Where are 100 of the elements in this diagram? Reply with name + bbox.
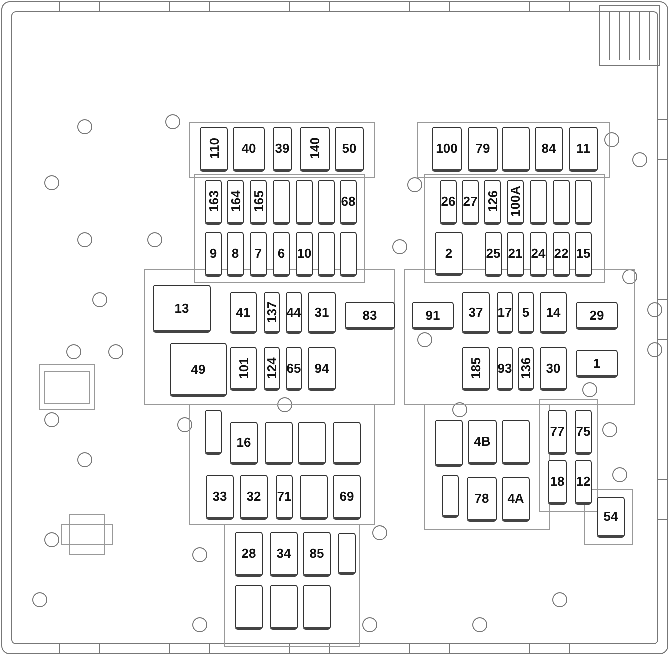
fuse-slot xyxy=(296,232,313,277)
fuse-number: 84 xyxy=(542,142,556,155)
fuse-slot xyxy=(170,343,227,397)
fuse-number: 14 xyxy=(546,306,561,318)
fuse-number: 2 xyxy=(445,246,453,260)
fuse-number: 124 xyxy=(266,357,278,379)
fuse-number: 5 xyxy=(522,306,530,318)
empty-fuse-slot xyxy=(298,422,326,465)
fuse-slot xyxy=(540,347,567,391)
fuse-number: 79 xyxy=(476,142,490,155)
empty-fuse-slot xyxy=(575,180,592,225)
fuse-number: 26 xyxy=(441,195,456,208)
fuse-slot xyxy=(345,302,395,330)
fuse-slot xyxy=(548,460,567,505)
fuse-slot xyxy=(300,127,330,172)
fuse-number: 185 xyxy=(470,357,482,379)
fuse-number: 69 xyxy=(340,490,354,503)
fuse-number: 137 xyxy=(266,301,278,323)
fuse-slot xyxy=(230,422,258,465)
fuse-slot xyxy=(412,302,454,330)
fuse-slot xyxy=(432,127,462,172)
fuse-number: 100 xyxy=(436,142,458,155)
fuse-number: 30 xyxy=(546,362,561,374)
fuse-number: 1 xyxy=(593,356,601,370)
fuse-slot xyxy=(540,292,567,334)
empty-fuse-slot xyxy=(265,422,293,465)
fuse-number: 164 xyxy=(229,190,242,212)
fuse-number: 9 xyxy=(210,247,218,260)
fuse-slot xyxy=(576,350,618,378)
fuse-slot xyxy=(575,410,592,455)
fuse-number: 65 xyxy=(286,362,302,374)
fuse-slot xyxy=(308,292,336,334)
fuse-slot xyxy=(340,180,357,225)
empty-fuse-slot xyxy=(435,420,463,467)
fuse-slot xyxy=(518,292,534,334)
fuse-number: 78 xyxy=(474,492,490,505)
fuse-slot xyxy=(462,180,479,225)
fuse-number: 31 xyxy=(314,306,330,318)
fuse-slot xyxy=(548,410,567,455)
fuse-slot xyxy=(205,180,222,225)
empty-fuse-slot xyxy=(300,475,328,520)
fuse-number: 13 xyxy=(174,302,190,314)
fuse-slot xyxy=(227,180,244,225)
fuse-number: 39 xyxy=(275,142,290,155)
fuse-slot xyxy=(264,347,280,391)
empty-fuse-slot xyxy=(553,180,570,225)
empty-fuse-slot xyxy=(338,533,356,575)
fuse-number: 75 xyxy=(576,425,591,438)
fuse-slot xyxy=(233,127,265,172)
fuse-slot xyxy=(575,232,592,277)
empty-fuse-slot xyxy=(340,232,357,277)
fuse-number: 22 xyxy=(554,247,569,260)
empty-fuse-slot xyxy=(502,127,530,172)
fuse-slot xyxy=(535,127,563,172)
fuse-number: 25 xyxy=(486,247,501,260)
fuse-slot xyxy=(230,292,257,334)
fuse-slot xyxy=(467,477,497,522)
fuse-number: 7 xyxy=(254,247,262,260)
fuse-number: 49 xyxy=(191,362,206,376)
fuse-number: 33 xyxy=(212,490,228,503)
fuse-number: 10 xyxy=(297,247,312,260)
fuse-number: 85 xyxy=(310,547,324,560)
fuse-number: 110 xyxy=(208,138,220,159)
fuse-number: 28 xyxy=(242,547,256,560)
fuse-slot xyxy=(240,475,268,520)
fuse-number: 18 xyxy=(550,475,565,488)
fuse-number: 11 xyxy=(576,142,590,155)
fuse-slot xyxy=(273,127,292,172)
empty-fuse-slot xyxy=(273,180,290,225)
fuse-number: 100A xyxy=(509,186,522,218)
fuse-slot xyxy=(507,232,524,277)
fuse-slot xyxy=(575,460,592,505)
fuse-slot xyxy=(335,127,364,172)
empty-fuse-slot xyxy=(442,475,459,518)
empty-fuse-slot xyxy=(235,585,263,630)
fuse-number: 77 xyxy=(550,425,565,438)
fuse-number: 29 xyxy=(590,308,604,322)
fuse-slot xyxy=(333,475,361,520)
fuse-number: 163 xyxy=(207,190,220,212)
fuse-slot xyxy=(553,232,570,277)
fuse-number: 94 xyxy=(314,362,330,374)
fuse-slot xyxy=(264,292,280,334)
fuse-number: 71 xyxy=(277,490,292,503)
fuse-number: 4A xyxy=(508,492,524,505)
fuse-number: 68 xyxy=(341,195,356,208)
fuse-slot xyxy=(303,532,331,577)
fuse-number: 17 xyxy=(498,306,512,318)
empty-fuse-slot xyxy=(318,180,335,225)
fuse-number: 6 xyxy=(278,247,286,260)
fuse-number: 165 xyxy=(252,190,265,212)
empty-fuse-slot xyxy=(530,180,547,225)
fuse-number: 140 xyxy=(308,138,322,160)
fuse-slot xyxy=(153,285,211,333)
fuse-slot xyxy=(597,497,625,538)
fuse-number: 50 xyxy=(342,142,357,155)
fuse-slot xyxy=(530,232,547,277)
fuse-number: 91 xyxy=(426,308,440,322)
fuse-slot xyxy=(497,292,513,334)
fuse-slot xyxy=(484,180,501,225)
fuse-number: 54 xyxy=(604,510,618,523)
